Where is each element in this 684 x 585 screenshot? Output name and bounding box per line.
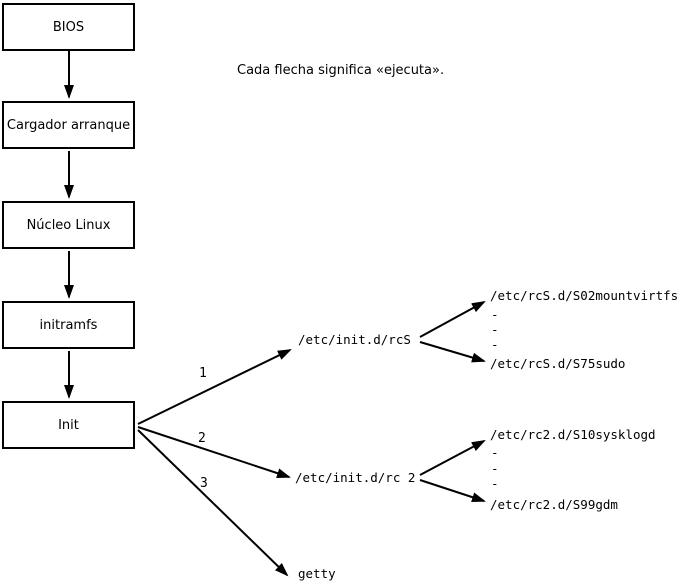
arrow-rcS-to-last-script [419, 341, 486, 363]
rcS-ellipsis-dash-3: - [491, 337, 499, 352]
box-init-label: Init [58, 417, 79, 433]
path-rcS-first-script: /etc/rcS.d/S02mountvirtfs [490, 288, 679, 303]
path-rcS-last-script: /etc/rcS.d/S75sudo [490, 356, 626, 371]
arrow-init-to-rc2 [137, 426, 291, 478]
rc2-ellipsis-dash-3: - [491, 476, 499, 491]
arrow-rcS-to-first-script [419, 301, 486, 338]
rc2-ellipsis-dash-1: - [491, 445, 499, 460]
box-bios: BIOS [2, 3, 135, 51]
path-init-d-rcS: /etc/init.d/rcS [298, 332, 411, 347]
legend-note: Cada flecha significa «ejecuta». [237, 63, 445, 78]
arrow-number-2: 2 [198, 431, 206, 446]
arrow-number-3: 3 [200, 476, 208, 491]
box-bios-label: BIOS [52, 19, 85, 35]
rc2-ellipsis-dash-2: - [491, 461, 499, 476]
box-init: Init [2, 401, 135, 449]
path-getty: getty [298, 566, 336, 581]
arrow-rc2-to-first-script [419, 440, 486, 476]
rcS-ellipsis-dash-1: - [491, 307, 499, 322]
box-kernel: Núcleo Linux [2, 201, 135, 249]
rcS-ellipsis-dash-2: - [491, 322, 499, 337]
arrow-init-to-rcS [137, 349, 292, 425]
box-bootloader-label: Cargador arranque [6, 117, 131, 133]
box-initramfs-label: initramfs [39, 317, 98, 333]
arrow-rc2-to-last-script [419, 479, 486, 503]
arrow-init-to-getty [137, 429, 289, 577]
box-bootloader: Cargador arranque [2, 101, 135, 149]
path-rc2-first-script: /etc/rc2.d/S10sysklogd [490, 427, 656, 442]
box-initramfs: initramfs [2, 301, 135, 349]
path-rc2-last-script: /etc/rc2.d/S99gdm [490, 497, 618, 512]
box-kernel-label: Núcleo Linux [26, 217, 111, 233]
path-init-d-rc2: /etc/init.d/rc 2 [295, 470, 416, 485]
arrow-number-1: 1 [199, 366, 207, 381]
